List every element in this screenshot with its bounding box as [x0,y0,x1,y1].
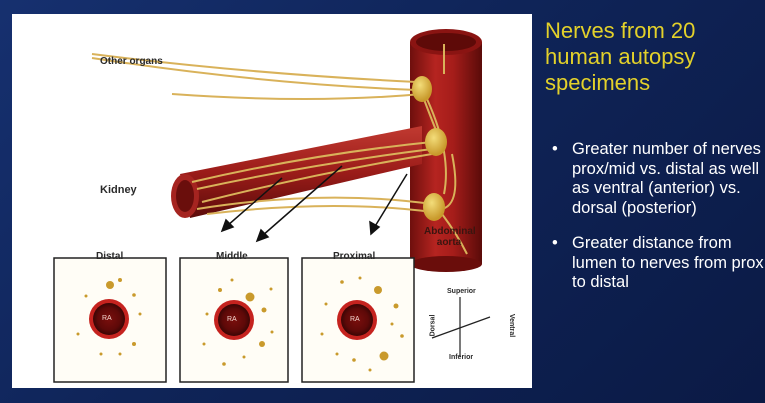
label-other-organs: Other organs [100,56,163,67]
renal-nerve-figure: Other organs Kidney Distal Middle Proxim… [12,14,532,388]
renal-artery [171,126,422,218]
label-distal: Distal [96,251,123,262]
bullet-item: • Greater distance from lumen to nerves … [552,234,764,293]
label-kidney: Kidney [100,184,137,196]
bullet-text: Greater distance from lumen to nerves fr… [572,234,764,291]
label-ventral: Ventral [508,314,515,337]
bullet-text: Greater number of nerves prox/mid vs. di… [572,140,761,217]
label-proximal: Proximal [333,251,375,262]
label-inferior: Inferior [449,354,473,361]
label-middle: Middle [216,251,248,262]
bullet-list: • Greater number of nerves prox/mid vs. … [552,140,764,309]
label-ra-distal: RA [102,315,112,322]
label-ra-middle: RA [227,316,237,323]
bullet-marker: • [552,234,558,254]
slide-title: Nerves from 20 human autopsy specimens [545,18,760,96]
label-superior: Superior [447,288,476,295]
label-ra-proximal: RA [350,316,360,323]
label-abdominal-aorta: Abdominal aorta [424,226,474,248]
bullet-marker: • [552,140,558,160]
label-dorsal: Dorsal [429,315,436,337]
orientation-cross [432,297,490,357]
bullet-item: • Greater number of nerves prox/mid vs. … [552,140,764,218]
renal-artery-illustration [12,14,532,388]
